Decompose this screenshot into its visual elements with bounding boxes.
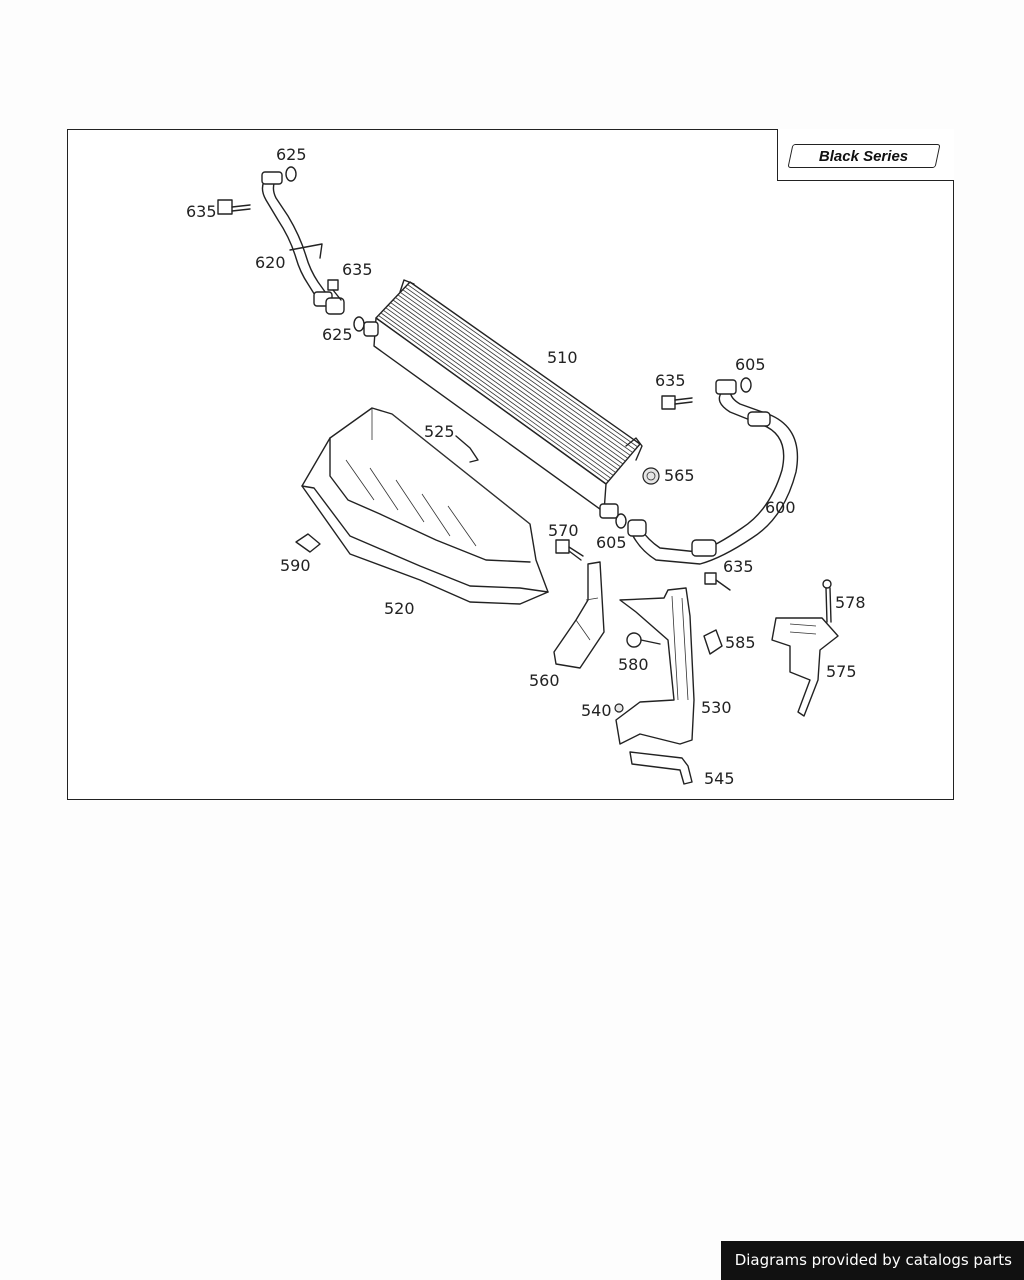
bolt-578[interactable] [822,579,832,623]
core-fin-line [397,294,629,459]
upper-hose-620[interactable] [261,171,345,315]
callout-635: 635 [186,202,217,221]
callout-585: 585 [725,633,756,652]
core-fin-line [400,291,631,456]
bolt-570[interactable] [555,539,584,561]
callout-605: 605 [596,533,627,552]
callout-525: 525 [424,422,455,441]
core-fin-line [395,297,626,462]
callout-605: 605 [735,355,766,374]
series-label-box: Black Series [777,129,954,181]
callout-530: 530 [701,698,732,717]
callout-570: 570 [548,521,579,540]
plug-565[interactable] [642,467,660,485]
core-fin-line [390,302,621,468]
callout-560: 560 [529,671,560,690]
series-label: Black Series [819,147,909,165]
core-fin-line [402,289,633,453]
intercooler-510[interactable] [363,279,643,519]
core-fin-line [380,312,612,479]
callout-578: 578 [835,593,866,612]
air-duct-520[interactable] [301,407,549,605]
callout-520: 520 [384,599,415,618]
series-badge: Black Series [787,144,941,168]
nut-585[interactable] [703,629,723,655]
footer-credit: Diagrams provided by catalogs parts [720,1241,1024,1280]
callout-600: 600 [765,498,796,517]
callout-540: 540 [581,701,612,720]
core-fin-line [407,284,638,448]
bolt-635[interactable] [217,199,731,591]
clip-525[interactable] [455,435,479,463]
nut-540[interactable] [614,703,624,713]
callout-635: 635 [655,371,686,390]
clip-590[interactable] [295,533,321,553]
lower-hose-600[interactable] [627,379,799,565]
callout-635: 635 [723,557,754,576]
core-fin-line [378,315,609,482]
callout-580: 580 [618,655,649,674]
core-fin-line [392,299,624,465]
bracket-560[interactable] [553,561,605,669]
callout-635: 635 [342,260,373,279]
callout-575: 575 [826,662,857,681]
core-fin-line [383,309,614,476]
shroud-530[interactable] [615,587,695,745]
core-fin-line [385,307,616,473]
callout-510: 510 [547,348,578,367]
seal-strip-545[interactable] [629,751,693,785]
core-fin-line [387,304,619,471]
callout-625: 625 [276,145,307,164]
seal-ring-605[interactable] [615,377,752,529]
callout-545: 545 [704,769,735,788]
callout-590: 590 [280,556,311,575]
diagram-frame [67,129,954,800]
callout-620: 620 [255,253,286,272]
callout-625: 625 [322,325,353,344]
core-fin-line [404,286,636,451]
callout-565: 565 [664,466,695,485]
bracket-575[interactable] [771,617,839,717]
bolt-580[interactable] [626,632,661,648]
